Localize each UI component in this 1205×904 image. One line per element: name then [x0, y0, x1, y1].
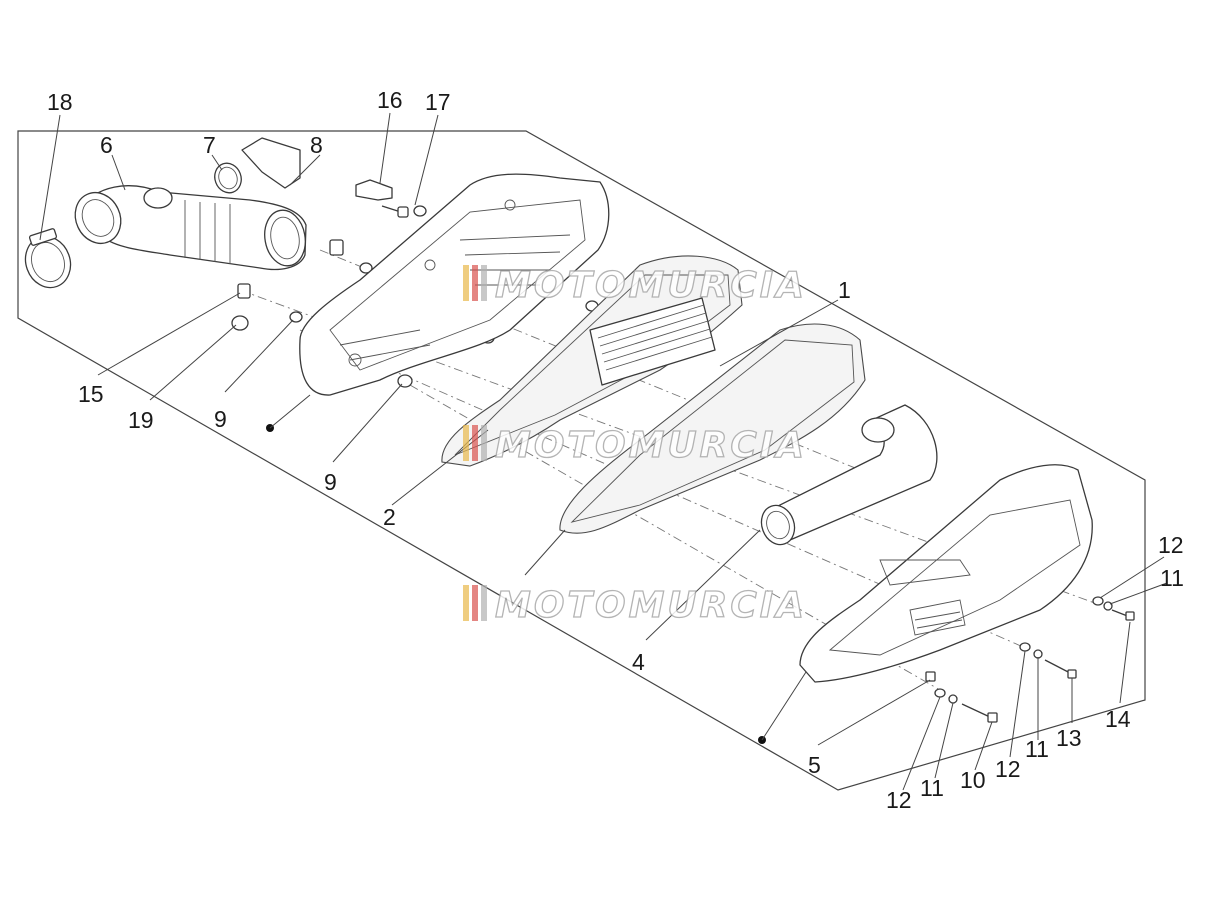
o-ring-part: [214, 162, 242, 194]
callout-8: 8: [310, 132, 323, 158]
callout-5: 5: [808, 752, 821, 778]
svg-text:MOTOMURCIA: MOTOMURCIA: [495, 425, 807, 466]
clip-nut-upper-part: [329, 239, 344, 256]
callout-15: 15: [78, 381, 104, 407]
hose-clamp-part: [24, 228, 72, 289]
callout-17: 17: [425, 89, 451, 115]
callout-4: 4: [632, 649, 645, 675]
seal-gasket-part: [559, 323, 866, 534]
callout-12b: 12: [995, 756, 1021, 782]
callout-9b: 9: [324, 469, 337, 495]
clip-nut-part: [237, 283, 251, 299]
callout-6: 6: [100, 132, 113, 158]
callout-14: 14: [1105, 706, 1131, 732]
bracket-part: [355, 179, 393, 201]
air-pipe-part: [760, 404, 938, 546]
svg-text:MOTOMURCIA: MOTOMURCIA: [495, 265, 807, 306]
screw-part: [381, 205, 409, 218]
leader-lines: [39, 112, 1168, 791]
callout-1: 1: [838, 277, 851, 303]
callout-7: 7: [203, 132, 216, 158]
callout-18: 18: [47, 89, 73, 115]
callout-12c: 12: [886, 787, 912, 813]
callout-11b: 11: [1025, 736, 1049, 762]
callout-9a: 9: [214, 406, 227, 432]
callout-10: 10: [960, 767, 986, 793]
callout-12a: 12: [1158, 532, 1184, 558]
watermark-top: MOTOMURCIA: [463, 264, 807, 307]
filter-element-part: [589, 297, 716, 386]
assembly-frame: [17, 130, 1146, 791]
fasteners-group: [925, 596, 1135, 723]
filter-housing-part: [299, 173, 610, 396]
callout-11c: 11: [920, 775, 944, 801]
watermark-bottom: MOTOMURCIA: [463, 584, 807, 627]
callout-2: 2: [383, 504, 396, 530]
callout-11a: 11: [1160, 565, 1184, 591]
intake-duct-part: [74, 185, 307, 271]
svg-text:MOTOMURCIA: MOTOMURCIA: [495, 585, 807, 626]
callout-labels: 1 2 4 5 6 7 8 9 9 10 11 11 11 12 12 12 1…: [47, 87, 1184, 813]
spring-clamp-part: [231, 315, 249, 331]
intake-cap-part: [241, 137, 301, 189]
callout-13: 13: [1056, 725, 1082, 751]
watermark-middle: MOTOMURCIA: [463, 424, 807, 467]
housing-cover-part: [799, 464, 1093, 683]
callout-16: 16: [377, 87, 403, 113]
callout-19: 19: [128, 407, 154, 433]
